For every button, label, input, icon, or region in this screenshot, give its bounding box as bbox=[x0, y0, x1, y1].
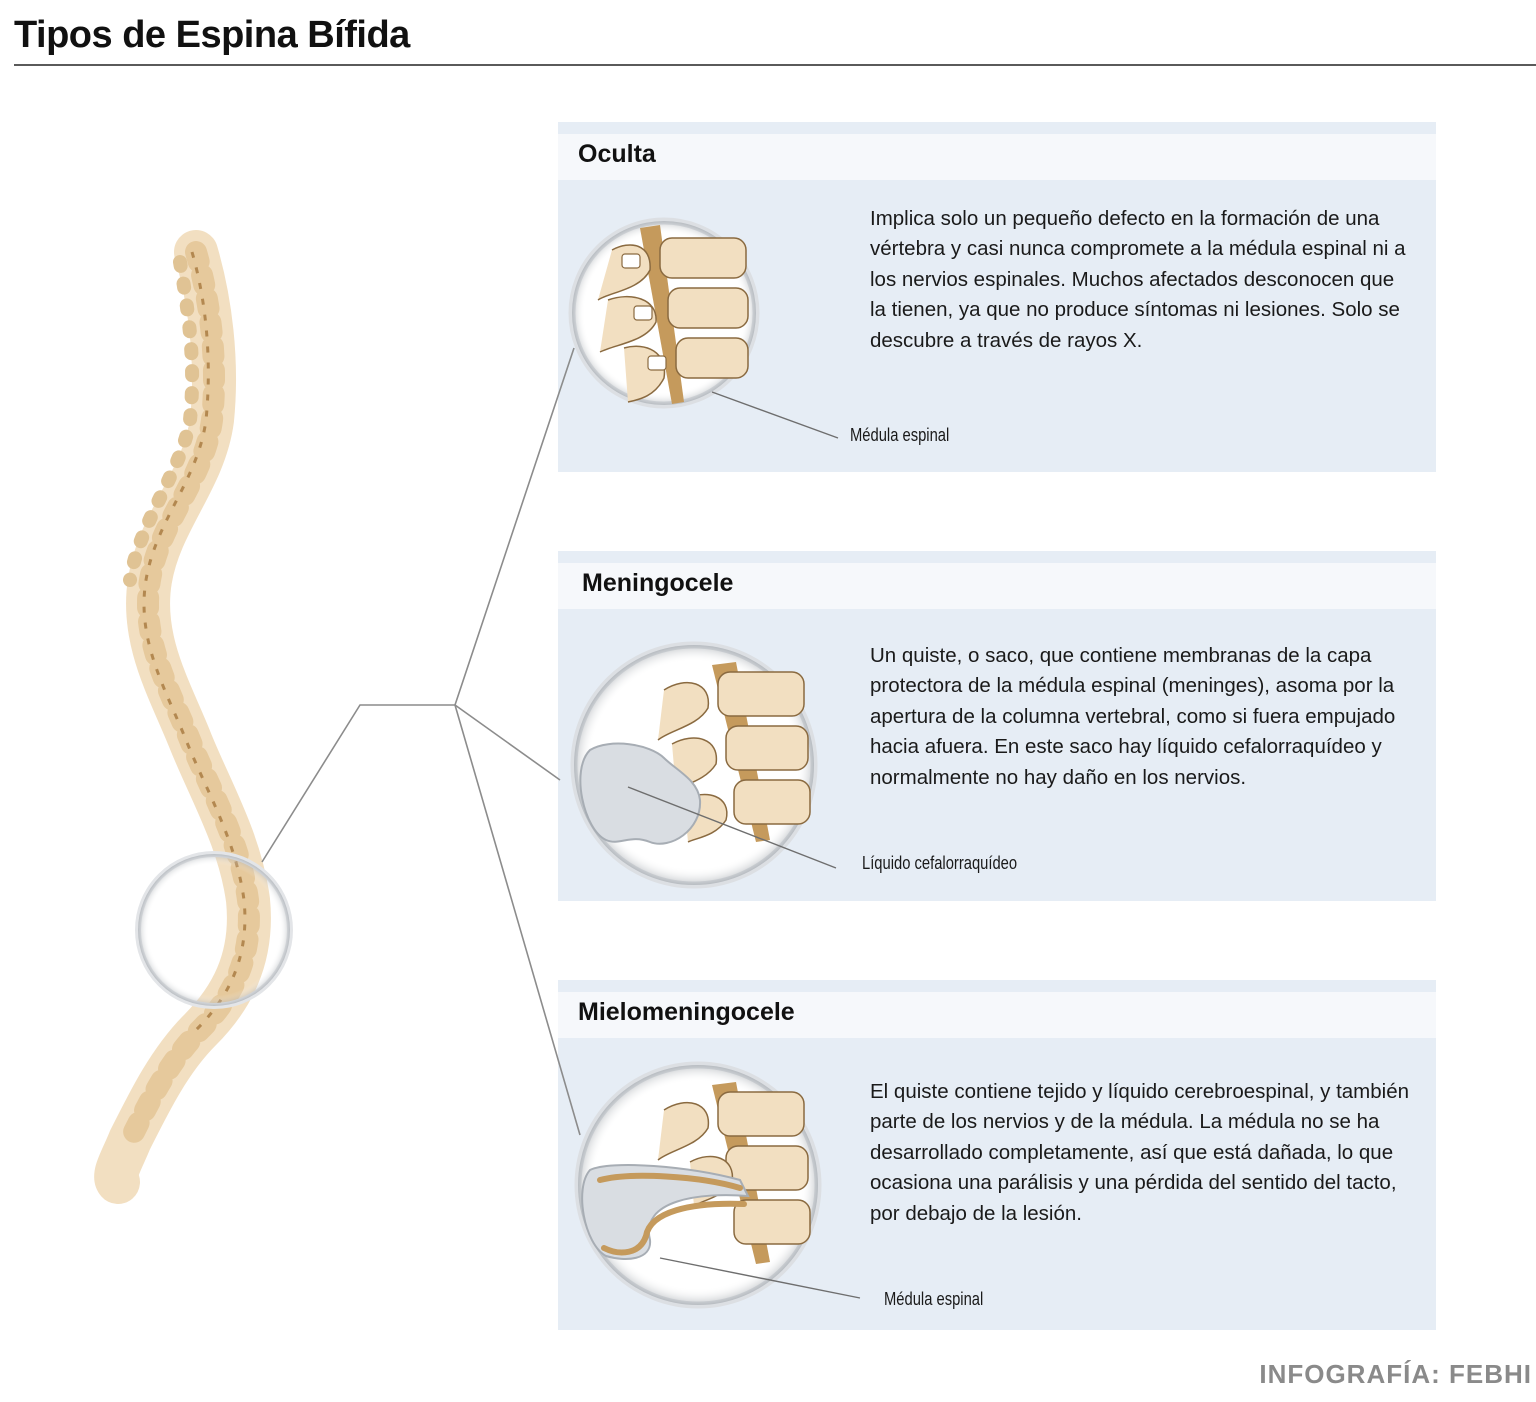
vertebrae-detail bbox=[597, 225, 749, 404]
credit-label: INFOGRAFÍA: FEBHI bbox=[1259, 1359, 1532, 1389]
panel-description-meningocele: Un quiste, o saco, que contiene membrana… bbox=[870, 644, 1396, 789]
leader-line bbox=[659, 1257, 861, 1299]
spine-illustration bbox=[94, 230, 271, 1204]
lens-mielomeningocele bbox=[574, 1061, 861, 1309]
leader-line bbox=[711, 391, 839, 439]
panel-header bbox=[558, 134, 1436, 180]
lens-oculta bbox=[568, 217, 839, 439]
leader-line bbox=[627, 786, 837, 869]
title-divider bbox=[14, 64, 1536, 66]
callout-medula-espinal-2: Médula espinal bbox=[884, 1289, 984, 1309]
panel-description-oculta: Implica solo un pequeño defecto en la fo… bbox=[870, 207, 1406, 352]
exposed-cord bbox=[597, 1172, 747, 1256]
callout-medula-espinal-1: Médula espinal bbox=[850, 425, 950, 445]
panel-title-meningocele: Meningocele bbox=[582, 569, 734, 597]
panel-oculta: Oculta Implica solo un pequeño defecto e… bbox=[558, 122, 1436, 472]
callout-liquido-cefalorraquideo: Líquido cefalorraquídeo bbox=[862, 853, 1018, 873]
panel-header bbox=[558, 992, 1436, 1038]
lens-meningocele bbox=[570, 641, 837, 889]
panel-description-mielomeningocele: El quiste contiene tejido y líquido cere… bbox=[870, 1080, 1410, 1225]
cyst-sac bbox=[579, 742, 702, 845]
panel-title-mielomeningocele: Mielomeningocele bbox=[578, 998, 795, 1026]
vertebrae-detail bbox=[657, 662, 811, 843]
panel-title-oculta: Oculta bbox=[578, 140, 656, 168]
spine-magnifier bbox=[135, 851, 293, 1009]
panel-header bbox=[558, 563, 1436, 609]
connector-lines bbox=[261, 347, 581, 1136]
page-title: Tipos de Espina Bífida bbox=[14, 14, 410, 56]
